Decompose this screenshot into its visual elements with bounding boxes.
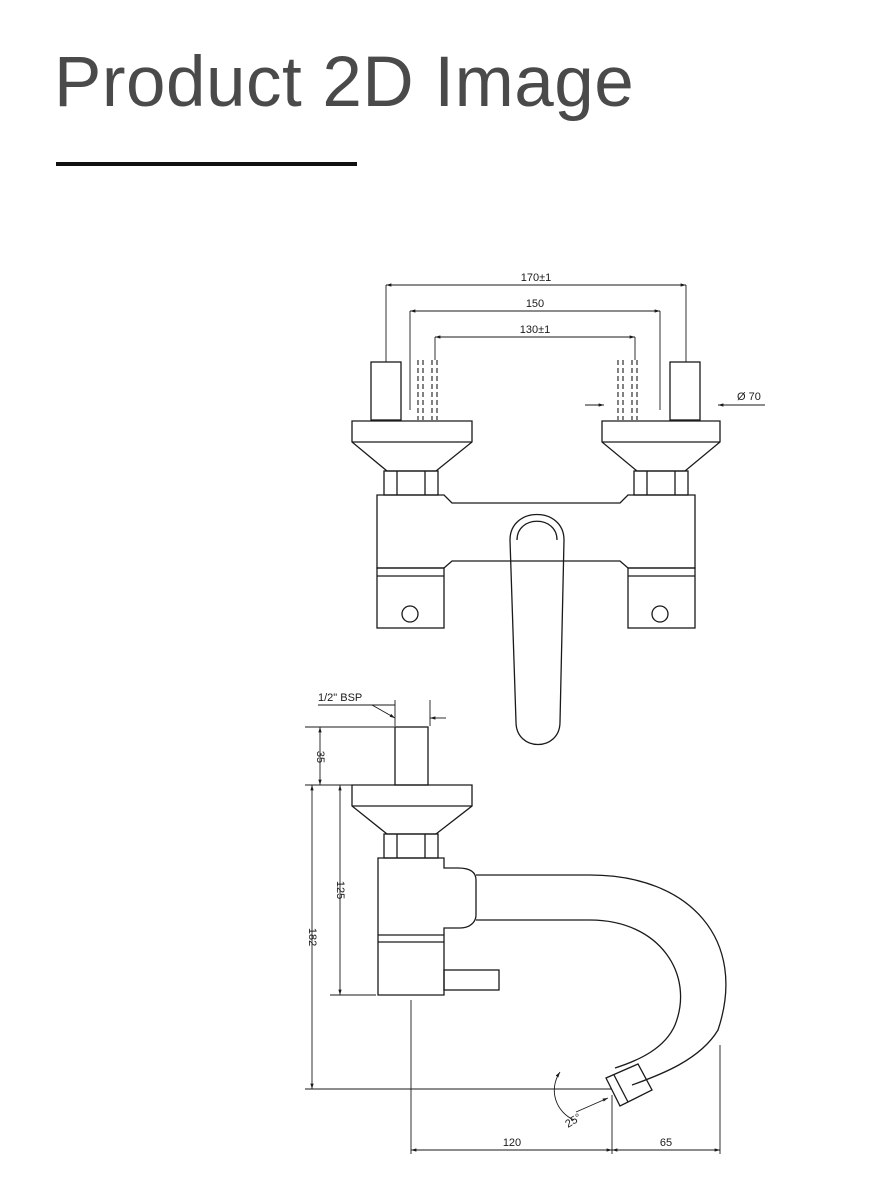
dim-outlet: 65 bbox=[660, 1137, 672, 1149]
dim-reach: 120 bbox=[503, 1137, 521, 1149]
front-view: 170±1 150 130±1 Ø 70 bbox=[351, 272, 765, 745]
dim-overall-width: 170±1 bbox=[521, 272, 552, 284]
dim-angle: 25° bbox=[563, 1112, 583, 1131]
dim-hidden-width: 130±1 bbox=[520, 324, 551, 336]
dim-inlet-height: 35 bbox=[314, 751, 326, 763]
title-underline bbox=[56, 162, 357, 166]
page-title: Product 2D Image bbox=[54, 43, 635, 122]
side-view: 1/2" BSP 35 125 182 bbox=[305, 692, 727, 1154]
dim-thread: 1/2" BSP bbox=[318, 692, 362, 704]
dim-total-height: 182 bbox=[306, 928, 318, 946]
dim-inner-width: 150 bbox=[526, 298, 544, 310]
dim-body-height: 125 bbox=[334, 881, 346, 899]
dim-diameter: Ø 70 bbox=[737, 391, 761, 403]
